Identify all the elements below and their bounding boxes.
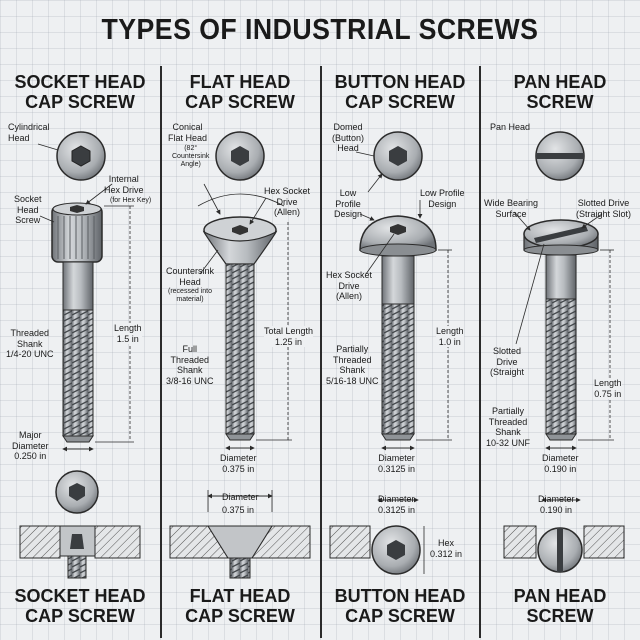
column-divider — [479, 66, 481, 638]
label-hex-drive-note: (for Hex Key) — [110, 197, 152, 204]
label-pan-head: Pan Head — [490, 122, 531, 132]
socket-head-screw-drawing — [19, 131, 141, 579]
flat-head-screw-drawing — [169, 131, 311, 579]
label-bottom-diameter: Diameter — [538, 494, 575, 504]
label-bottom-diameter: Diameter — [222, 492, 259, 502]
button-head-screw-drawing — [329, 131, 452, 575]
label-bottom-diameter-value: 0.3125 in — [378, 505, 416, 515]
label-bottom-diameter: Diameter — [378, 494, 415, 504]
column-divider — [160, 66, 162, 638]
column-divider — [320, 66, 322, 638]
page-title: TYPES OF INDUSTRIAL SCREWS — [101, 14, 539, 46]
label-slotted-drive: Slotted Drive(Straight Slot) — [576, 198, 632, 219]
label-bottom-diameter-value: 0.375 in — [222, 505, 255, 515]
pan-head-screw-drawing — [503, 131, 625, 573]
label-bottom-diameter-value: 0.190 in — [540, 505, 573, 515]
label-domed-head: Domed(Button)Head — [332, 122, 365, 153]
